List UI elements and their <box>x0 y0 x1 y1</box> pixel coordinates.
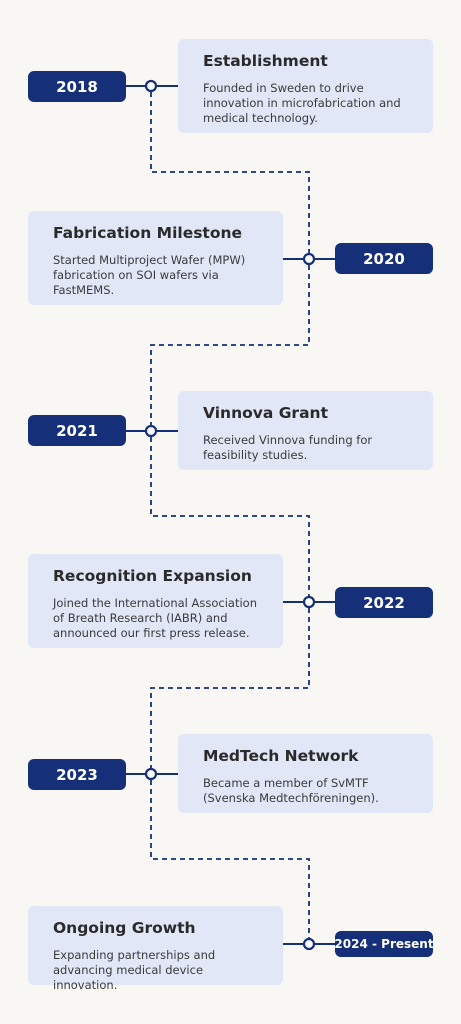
year-badge-2024-present: 2024 - Present <box>334 931 434 957</box>
milestone-card-vinnova: Vinnova Grant Received Vinnova funding f… <box>178 391 433 470</box>
milestone-description: Founded in Sweden to drive innovation in… <box>203 81 401 125</box>
milestone-description: Started Multiproject Wafer (MPW) fabrica… <box>53 253 246 297</box>
milestone-title: MedTech Network <box>203 747 359 765</box>
year-badge-2021: 2021 <box>28 415 126 446</box>
milestone-description: Expanding partnerships and advancing med… <box>53 948 216 992</box>
milestone-card-fabrication: Fabrication Milestone Started Multiproje… <box>28 211 283 305</box>
milestone-description: Received Vinnova funding for feasibility… <box>203 433 373 462</box>
milestone-title: Vinnova Grant <box>203 404 328 422</box>
milestone-title: Ongoing Growth <box>53 919 196 937</box>
timeline-node <box>302 595 316 609</box>
timeline-node <box>144 79 158 93</box>
year-badge-2018: 2018 <box>28 71 126 102</box>
milestone-description: Joined the International Association of … <box>53 596 258 640</box>
timeline-node <box>144 424 158 438</box>
milestone-card-establishment: Establishment Founded in Sweden to drive… <box>178 39 433 133</box>
year-badge-2022: 2022 <box>335 587 433 618</box>
milestone-card-medtech: MedTech Network Became a member of SvMTF… <box>178 734 433 813</box>
milestone-card-ongoing: Ongoing Growth Expanding partnerships an… <box>28 906 283 992</box>
milestone-card-recognition: Recognition Expansion Joined the Interna… <box>28 554 283 648</box>
milestone-title: Recognition Expansion <box>53 567 252 585</box>
timeline-node <box>144 767 158 781</box>
milestone-title: Establishment <box>203 52 328 70</box>
year-badge-2020: 2020 <box>335 243 433 274</box>
year-badge-2023: 2023 <box>28 759 126 790</box>
timeline-node <box>302 937 316 951</box>
milestone-description: Became a member of SvMTF (Svenska Medtec… <box>203 776 379 805</box>
milestone-title: Fabrication Milestone <box>53 224 243 242</box>
timeline-node <box>302 252 316 266</box>
